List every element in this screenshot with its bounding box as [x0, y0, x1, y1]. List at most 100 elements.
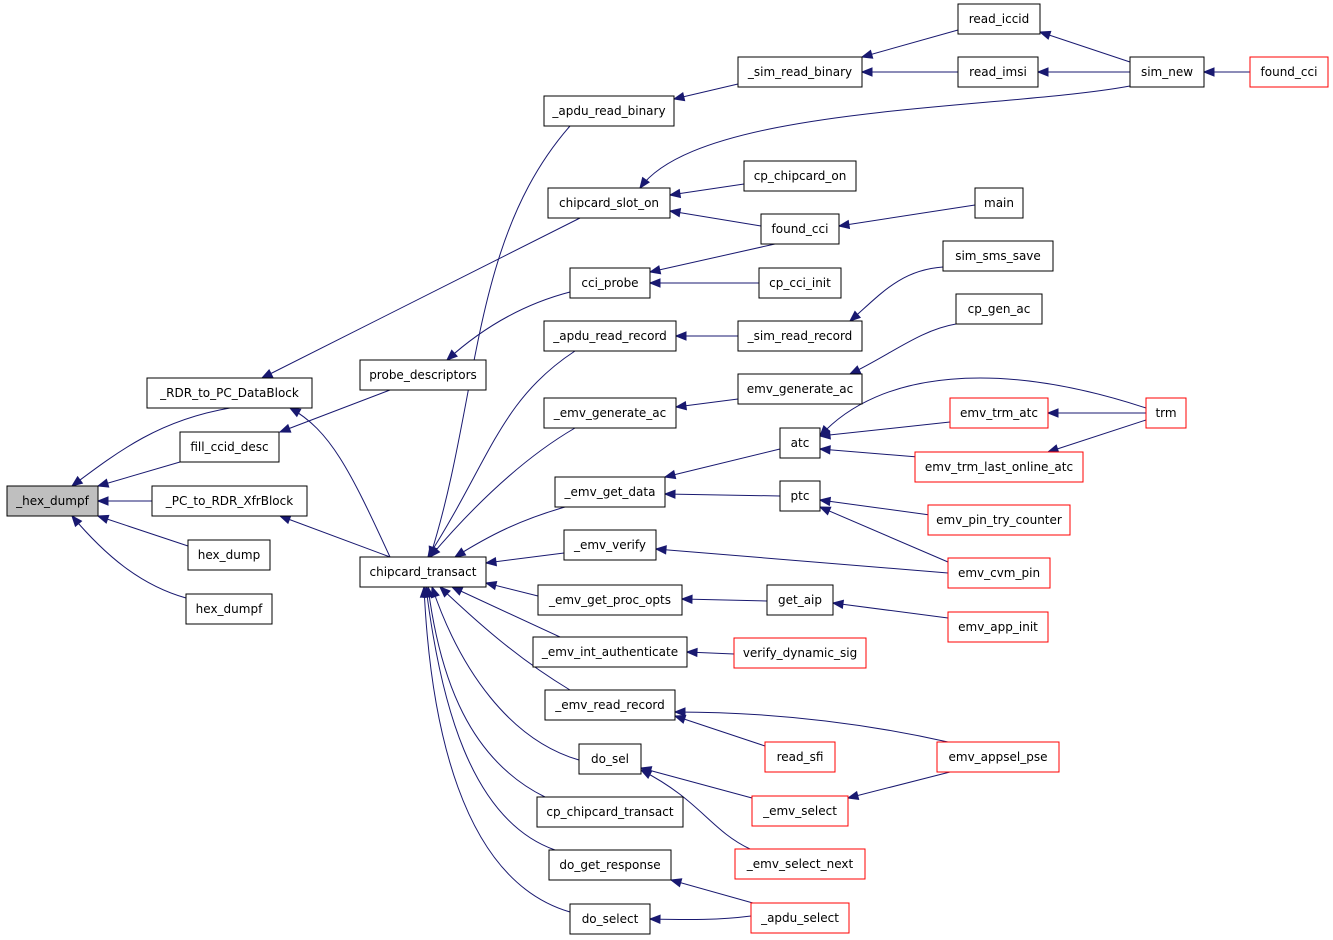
node-emv-trm-atc[interactable]: emv_trm_atc — [949, 397, 1049, 429]
node-box[interactable] — [733, 637, 867, 669]
node-atc[interactable]: atc — [779, 427, 821, 459]
node-emv-get-proc-opts[interactable]: _emv_get_proc_opts — [537, 584, 683, 616]
node-box[interactable] — [543, 95, 675, 127]
node-emv-get-data[interactable]: _emv_get_data — [554, 476, 666, 508]
node-read-imsi[interactable]: read_imsi — [957, 56, 1039, 88]
node-emv-int-auth[interactable]: _emv_int_authenticate — [532, 636, 688, 668]
node-box[interactable] — [758, 267, 842, 299]
node-box[interactable] — [957, 3, 1041, 35]
node-box[interactable] — [949, 397, 1049, 429]
node-cp-chipcard-transact[interactable]: cp_chipcard_transact — [536, 796, 684, 828]
node-box[interactable] — [947, 611, 1049, 643]
node-chipcard-transact[interactable]: chipcard_transact — [359, 556, 487, 588]
node-emv-generate-ac-u[interactable]: _emv_generate_ac — [543, 397, 677, 429]
node-cp-chipcard-on[interactable]: cp_chipcard_on — [743, 160, 857, 192]
node-box[interactable] — [743, 160, 857, 192]
node-fill-ccid[interactable]: fill_ccid_desc — [179, 431, 280, 463]
node-chipcard-slot-on[interactable]: chipcard_slot_on — [547, 187, 671, 219]
node-box[interactable] — [955, 293, 1043, 325]
node-cp-cci-init[interactable]: cp_cci_init — [758, 267, 842, 299]
node-box[interactable] — [914, 451, 1084, 483]
node-box[interactable] — [737, 373, 863, 405]
node-read-iccid[interactable]: read_iccid — [957, 3, 1041, 35]
node-sim-sms-save[interactable]: sim_sms_save — [942, 240, 1054, 272]
node-box[interactable] — [187, 539, 271, 571]
node-read-sfi[interactable]: read_sfi — [764, 741, 836, 773]
node-box[interactable] — [947, 557, 1051, 589]
node-cci-probe[interactable]: cci_probe — [569, 267, 651, 299]
node-sim-new[interactable]: sim_new — [1129, 56, 1205, 88]
node-emv-select-next[interactable]: _emv_select_next — [734, 848, 866, 880]
node-apdu-select[interactable]: _apdu_select — [750, 902, 850, 934]
node-box[interactable] — [185, 593, 273, 625]
node-verify-dyn-sig[interactable]: verify_dynamic_sig — [733, 637, 867, 669]
node-box[interactable] — [974, 187, 1024, 219]
node-cp-gen-ac[interactable]: cp_gen_ac — [955, 293, 1043, 325]
node-box[interactable] — [760, 213, 840, 245]
node-box[interactable] — [151, 485, 308, 517]
node-box[interactable] — [569, 903, 651, 935]
node-box[interactable] — [737, 56, 863, 88]
node-box[interactable] — [563, 529, 657, 561]
node-box[interactable] — [548, 849, 672, 881]
node-box[interactable] — [936, 741, 1060, 773]
node-main[interactable]: main — [974, 187, 1024, 219]
node-emv-cvm-pin[interactable]: emv_cvm_pin — [947, 557, 1051, 589]
node-ptc[interactable]: ptc — [779, 480, 821, 512]
node-hex-dumpf-focus[interactable]: _hex_dumpf — [6, 485, 99, 517]
node-box[interactable] — [1129, 56, 1205, 88]
node-emv-select-u[interactable]: _emv_select — [751, 795, 849, 827]
node-box[interactable] — [751, 795, 849, 827]
node-box[interactable] — [569, 267, 651, 299]
node-rdr-to-pc[interactable]: _RDR_to_PC_DataBlock — [146, 377, 313, 409]
node-box[interactable] — [532, 636, 688, 668]
node-hex-dump[interactable]: hex_dump — [187, 539, 271, 571]
node-pc-to-rdr[interactable]: _PC_to_RDR_XfrBlock — [151, 485, 308, 517]
node-box[interactable] — [766, 584, 834, 616]
node-sim-read-binary[interactable]: _sim_read_binary — [737, 56, 863, 88]
node-box[interactable] — [6, 485, 99, 517]
node-hex-dumpf[interactable]: hex_dumpf — [185, 593, 273, 625]
node-box[interactable] — [779, 427, 821, 459]
node-emv-app-init[interactable]: emv_app_init — [947, 611, 1049, 643]
node-emv-pin-try[interactable]: emv_pin_try_counter — [927, 504, 1071, 536]
node-do-select[interactable]: do_select — [569, 903, 651, 935]
node-box[interactable] — [536, 796, 684, 828]
node-box[interactable] — [547, 187, 671, 219]
node-emv-trm-last[interactable]: emv_trm_last_online_atc — [914, 451, 1084, 483]
node-box[interactable] — [764, 741, 836, 773]
node-found-cci-right[interactable]: found_cci — [1249, 56, 1329, 88]
node-emv-verify[interactable]: _emv_verify — [563, 529, 657, 561]
node-box[interactable] — [942, 240, 1054, 272]
node-emv-generate-ac[interactable]: emv_generate_ac — [737, 373, 863, 405]
node-box[interactable] — [779, 480, 821, 512]
node-do-sel[interactable]: do_sel — [578, 743, 642, 775]
node-found-cci-mid[interactable]: found_cci — [760, 213, 840, 245]
node-box[interactable] — [179, 431, 280, 463]
node-box[interactable] — [359, 556, 487, 588]
node-box[interactable] — [543, 397, 677, 429]
node-trm[interactable]: trm — [1145, 397, 1187, 429]
node-box[interactable] — [544, 689, 676, 721]
node-do-get-response[interactable]: do_get_response — [548, 849, 672, 881]
node-emv-read-record[interactable]: _emv_read_record — [544, 689, 676, 721]
node-sim-read-record[interactable]: _sim_read_record — [737, 320, 863, 352]
node-apdu-read-binary[interactable]: _apdu_read_binary — [543, 95, 675, 127]
node-box[interactable] — [537, 584, 683, 616]
node-box[interactable] — [927, 504, 1071, 536]
node-apdu-read-record[interactable]: _apdu_read_record — [543, 320, 677, 352]
node-box[interactable] — [750, 902, 850, 934]
node-box[interactable] — [359, 359, 487, 391]
node-box[interactable] — [543, 320, 677, 352]
node-box[interactable] — [957, 56, 1039, 88]
node-box[interactable] — [737, 320, 863, 352]
node-box[interactable] — [146, 377, 313, 409]
node-box[interactable] — [1145, 397, 1187, 429]
node-get-aip[interactable]: get_aip — [766, 584, 834, 616]
node-box[interactable] — [554, 476, 666, 508]
node-probe-desc[interactable]: probe_descriptors — [359, 359, 487, 391]
node-box[interactable] — [578, 743, 642, 775]
node-box[interactable] — [1249, 56, 1329, 88]
node-box[interactable] — [734, 848, 866, 880]
node-emv-appsel-pse[interactable]: emv_appsel_pse — [936, 741, 1060, 773]
